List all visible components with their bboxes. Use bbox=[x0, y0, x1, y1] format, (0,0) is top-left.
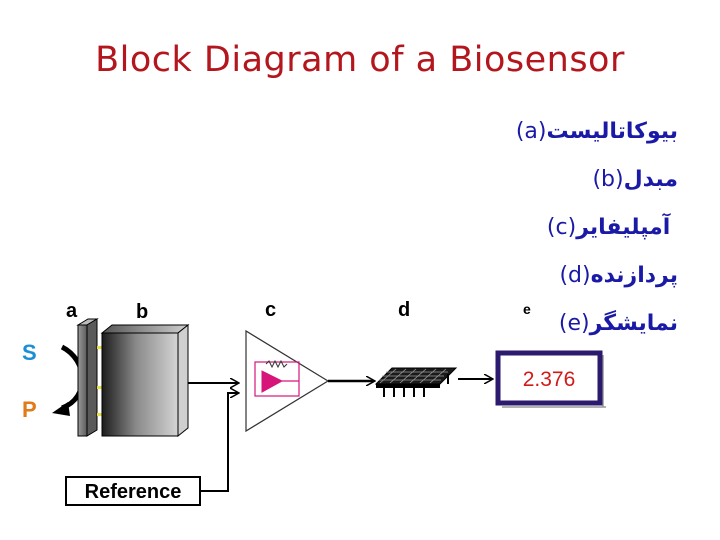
display-value: 2.376 bbox=[523, 368, 576, 391]
reference-box bbox=[65, 476, 201, 506]
legend-letter: (a) bbox=[515, 119, 547, 144]
display-block: 2.376 bbox=[495, 350, 606, 408]
legend-text: نمایشگر bbox=[589, 311, 678, 336]
processor-chip bbox=[374, 367, 458, 397]
legend-text: پردازنده bbox=[590, 263, 678, 288]
legend-letter: (b) bbox=[592, 167, 624, 192]
substrate-label: S bbox=[22, 340, 37, 365]
legend-text: آمپلیفایر bbox=[576, 215, 678, 240]
legend-item-d: (d)پردازنده bbox=[418, 258, 678, 306]
legend-letter: (e) bbox=[558, 311, 590, 336]
legend-text: مبدل bbox=[623, 167, 678, 192]
biocatalyst-layer bbox=[76, 318, 102, 437]
legend-letter: (d) bbox=[559, 263, 591, 288]
block-label-e: e bbox=[523, 301, 531, 317]
block-label-d: d bbox=[398, 299, 410, 321]
transducer-block bbox=[100, 323, 190, 438]
block-label-b: b bbox=[136, 301, 148, 323]
legend-text: بیوکاتالیست bbox=[546, 119, 678, 144]
legend-item-a: (a)بیوکاتالیست bbox=[418, 114, 678, 162]
block-label-a: a bbox=[66, 300, 78, 322]
legend-item-b: (b)مبدل bbox=[418, 162, 678, 210]
reference-label: Reference bbox=[85, 481, 182, 503]
product-label: P bbox=[22, 397, 37, 422]
component-legend: (a)بیوکاتالیست (b)مبدل (c) آمپلیفایر (d)… bbox=[418, 114, 678, 354]
legend-letter: (c) bbox=[546, 215, 577, 240]
block-label-c: c bbox=[265, 299, 276, 321]
page-title: Block Diagram of a Biosensor bbox=[95, 40, 625, 80]
legend-item-c: (c) آمپلیفایر bbox=[418, 210, 678, 258]
amplifier-block bbox=[245, 329, 330, 433]
legend-item-e: (e)نمایشگر bbox=[418, 306, 678, 354]
reference-connector bbox=[200, 393, 238, 492]
